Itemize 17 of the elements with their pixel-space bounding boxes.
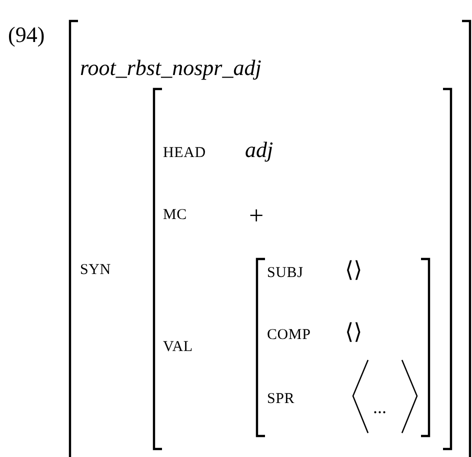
feature-value: adj [245, 139, 274, 161]
feature-name: SUBJ [267, 266, 304, 281]
feature-name: HEAD [163, 146, 206, 161]
feature-value: ... [373, 398, 386, 416]
type-name: root_rbst_nospr_adj [80, 57, 262, 79]
feature-value: + [249, 203, 264, 229]
feature-name: SPR [267, 392, 295, 407]
attribute-value-matrix [69, 20, 471, 457]
feature-value: ⟨⟩ [345, 322, 362, 344]
example-number: (94) [8, 24, 45, 46]
feature-name: SYN [80, 263, 111, 278]
attribute-value-matrix [256, 258, 430, 437]
feature-value: ⟨⟩ [345, 260, 362, 282]
feature-name: COMP [267, 328, 311, 343]
feature-name: VAL [163, 340, 193, 355]
feature-name: MC [163, 208, 187, 223]
attribute-value-matrix [153, 88, 452, 450]
